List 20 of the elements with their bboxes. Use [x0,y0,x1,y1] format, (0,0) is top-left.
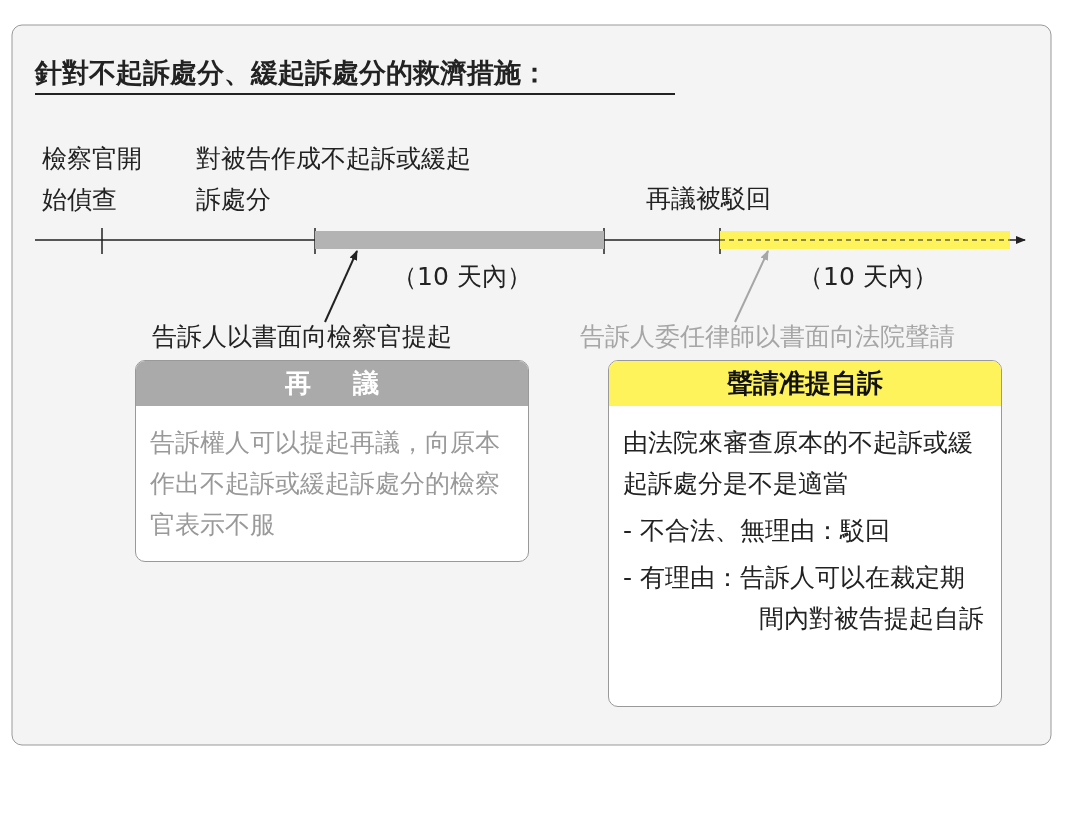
duration-label: （10 天內） [392,261,532,293]
arrow [734,250,769,323]
card-heading: 再議 [136,361,528,406]
remedy-card [608,360,1002,707]
list-item: - 不合法、無理由：駁回 [622,515,891,547]
event-label: 檢察官開始偵查 [42,143,143,216]
title: 針對不起訴處分、緩起訴處分的救濟措施： [35,56,548,90]
step-text: 告訴人委任律師以書面向法院聲請 [580,316,1040,357]
remedy-card [135,360,529,562]
card-text: 由法院來審查原本的不起訴或緩起訴處分是不是適當 [622,427,974,500]
duration-label: （10 天內） [798,261,938,293]
event-label: 對被告作成不起訴或緩起訴處分 [196,143,472,216]
event-label: 再議被駁回 [646,183,771,215]
step-text: 告訴人以書面向檢察官提起 [152,316,532,357]
arrow [324,250,358,323]
list-item: - 有理由：告訴人可以在裁定期間內對被告提起自訴 [622,562,985,635]
period-bar [719,231,1011,249]
card-heading: 聲請准提自訴 [609,361,1001,406]
period-bar [315,231,604,249]
card-text: 告訴權人可以提起再議，向原本作出不起訴或緩起訴處分的檢察官表示不服 [149,427,501,541]
